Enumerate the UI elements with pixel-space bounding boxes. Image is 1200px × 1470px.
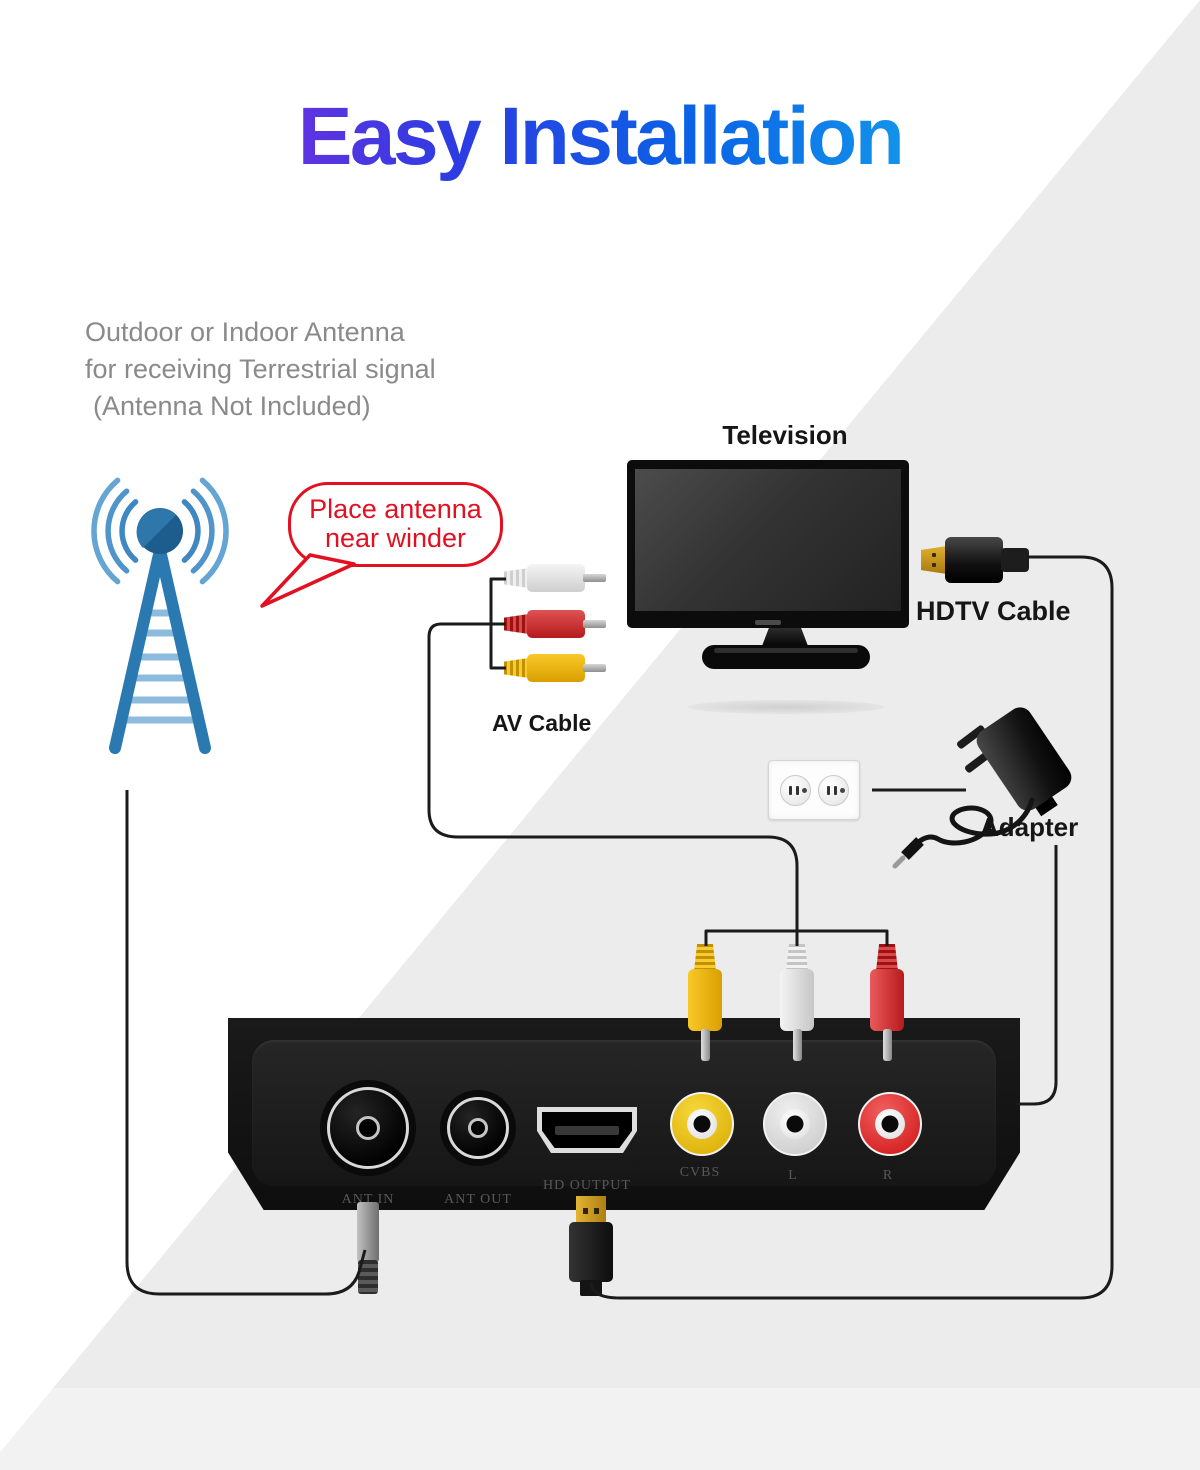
rca-ribs bbox=[504, 614, 529, 634]
outlet-socket bbox=[818, 775, 849, 806]
adapter-label: Adapter bbox=[980, 812, 1079, 842]
port-label-r: R bbox=[882, 1168, 894, 1183]
tv-shadow bbox=[688, 700, 884, 714]
audio-l-jack bbox=[763, 1092, 827, 1156]
rca-pin bbox=[583, 620, 606, 628]
rca-pin bbox=[583, 664, 606, 672]
ant-out-port bbox=[447, 1097, 509, 1159]
background-bottom-band bbox=[0, 1388, 1200, 1470]
rca-pin bbox=[583, 574, 606, 582]
rca-plug-white-icon bbox=[780, 944, 814, 1064]
tv-screen bbox=[635, 469, 901, 611]
port-label-cvbs: CVBS bbox=[679, 1165, 721, 1180]
port-label-hd-output: HD OUTPUT bbox=[543, 1178, 631, 1193]
speech-bubble-line1: Place antenna bbox=[309, 494, 482, 524]
cvbs-jack bbox=[670, 1092, 734, 1156]
antenna-tower-icon bbox=[91, 477, 229, 754]
television-label: Television bbox=[722, 420, 848, 450]
tv-logo bbox=[755, 620, 781, 625]
rca-plug-red-icon bbox=[870, 944, 904, 1064]
rca-connector-red-icon bbox=[504, 610, 606, 638]
ant-in-port bbox=[327, 1087, 409, 1169]
rca-body bbox=[527, 564, 585, 592]
rca-connector-yellow-icon bbox=[504, 654, 606, 682]
rca-connector-white-icon bbox=[504, 564, 606, 592]
page-title: Easy Installation bbox=[0, 90, 1200, 184]
hdmi-port-tongue bbox=[555, 1126, 619, 1135]
audio-r-jack bbox=[858, 1092, 922, 1156]
hdmi-output-port bbox=[537, 1107, 637, 1153]
port-label-l: L bbox=[788, 1168, 798, 1183]
av-cable-label: AV Cable bbox=[492, 710, 592, 736]
rca-body bbox=[527, 654, 585, 682]
signal-waves-icon bbox=[91, 477, 229, 585]
rca-plug-yellow-icon bbox=[688, 944, 722, 1064]
outlet-socket bbox=[780, 775, 811, 806]
hdmi-connector-relief-icon bbox=[1001, 548, 1029, 572]
tv-stand-base bbox=[702, 645, 870, 669]
rca-ribs bbox=[504, 568, 529, 588]
antenna-note-line2: for receiving Terrestrial signal bbox=[85, 354, 436, 384]
hdmi-connector-tip-icon bbox=[921, 546, 947, 574]
antenna-note-line1: Outdoor or Indoor Antenna bbox=[85, 317, 405, 347]
rca-body bbox=[527, 610, 585, 638]
speech-bubble: Place antenna near winder bbox=[288, 482, 503, 567]
rca-ribs bbox=[504, 658, 529, 678]
power-outlet-icon bbox=[768, 760, 860, 820]
antenna-note-line3: (Antenna Not Included) bbox=[93, 391, 371, 421]
tv-stand-highlight bbox=[714, 648, 858, 653]
hdmi-cable-plug-icon bbox=[569, 1196, 613, 1300]
antenna-cable-plug-icon bbox=[357, 1202, 379, 1298]
television-image bbox=[627, 460, 909, 628]
tower-structure bbox=[109, 508, 211, 754]
tv-stand-neck bbox=[762, 628, 808, 646]
hdtv-cable-label: HDTV Cable bbox=[916, 596, 1071, 626]
speech-bubble-line2: near winder bbox=[324, 523, 467, 553]
port-label-ant-out: ANT OUT bbox=[444, 1192, 512, 1207]
antenna-note: Outdoor or Indoor Antenna for receiving … bbox=[85, 314, 436, 425]
hdmi-connector-body-icon bbox=[945, 537, 1003, 583]
